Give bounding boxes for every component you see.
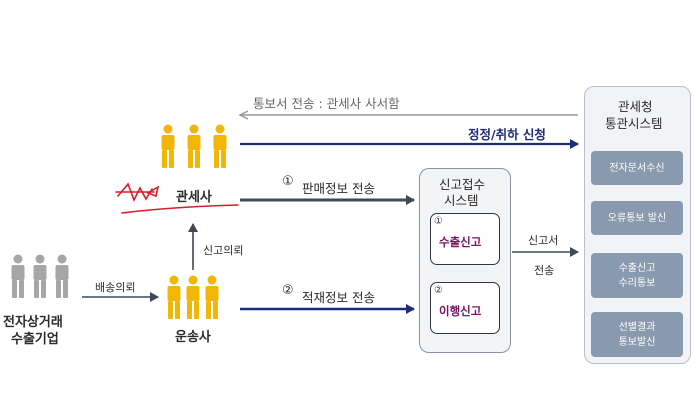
customs-item-error-notice: 오류통보 발신 xyxy=(591,201,683,235)
customs-system-title-line1: 관세청 xyxy=(618,99,653,114)
box1-number: ① xyxy=(434,216,443,227)
customs-item-acceptance-line1: 수출신고 xyxy=(618,262,656,274)
step1-label: 판매정보 전송 xyxy=(302,181,375,196)
customs-item-edi-receive: 전자문서수신 xyxy=(591,151,683,185)
exporter-label-line1: 전자상거래 xyxy=(3,315,63,330)
declaration-transfer-line1: 신고서 xyxy=(528,234,559,247)
step2-number: ② xyxy=(282,283,294,298)
correction-label: 정정/취하 신청 xyxy=(468,127,546,142)
customs-system-title-line2: 통관시스템 xyxy=(605,116,663,131)
export-declaration-label: 수출신고 xyxy=(439,235,482,249)
carrier-label: 운송사 xyxy=(175,330,211,345)
fulfillment-declaration-label: 이행신고 xyxy=(439,304,482,318)
exporter-icon xyxy=(11,254,69,298)
customs-item-error-notice-text: 오류통보 발신 xyxy=(607,212,667,224)
declaration-transfer-line2: 전송 xyxy=(534,264,555,277)
customs-item-selection-result: 선별결과 통보발신 xyxy=(591,312,683,357)
customs-item-acceptance-line2: 수리통보 xyxy=(618,277,656,289)
bottom-margin xyxy=(0,362,694,420)
carrier-icon xyxy=(167,275,219,319)
fulfillment-declaration-box xyxy=(430,282,500,334)
customs-broker-icon xyxy=(161,124,227,168)
customs-broker-label: 관세사 xyxy=(176,190,212,205)
reception-title-line2: 시스템 xyxy=(444,193,479,208)
notice-transfer-label: 통보서 전송 : 관세사 사서함 xyxy=(253,96,400,111)
step2-label: 적재정보 전송 xyxy=(302,290,375,305)
top-margin xyxy=(0,0,694,75)
customs-item-selection-line1: 선별결과 xyxy=(618,321,656,333)
step1-number: ① xyxy=(282,174,294,189)
shipping-request-label: 배송의뢰 xyxy=(95,281,136,294)
box2-number: ② xyxy=(434,285,443,296)
reception-title-line1: 신고접수 xyxy=(439,177,486,192)
export-declaration-box xyxy=(430,213,500,265)
customs-item-selection-line2: 통보발신 xyxy=(618,336,656,348)
declaration-request-label: 신고의뢰 xyxy=(203,244,244,257)
exporter-label-line2: 수출기업 xyxy=(11,332,59,347)
red-scribble-mark xyxy=(115,182,239,214)
customs-item-acceptance-notice: 수출신고 수리통보 xyxy=(591,253,683,298)
customs-item-edi-receive-text: 전자문서수신 xyxy=(609,162,665,174)
